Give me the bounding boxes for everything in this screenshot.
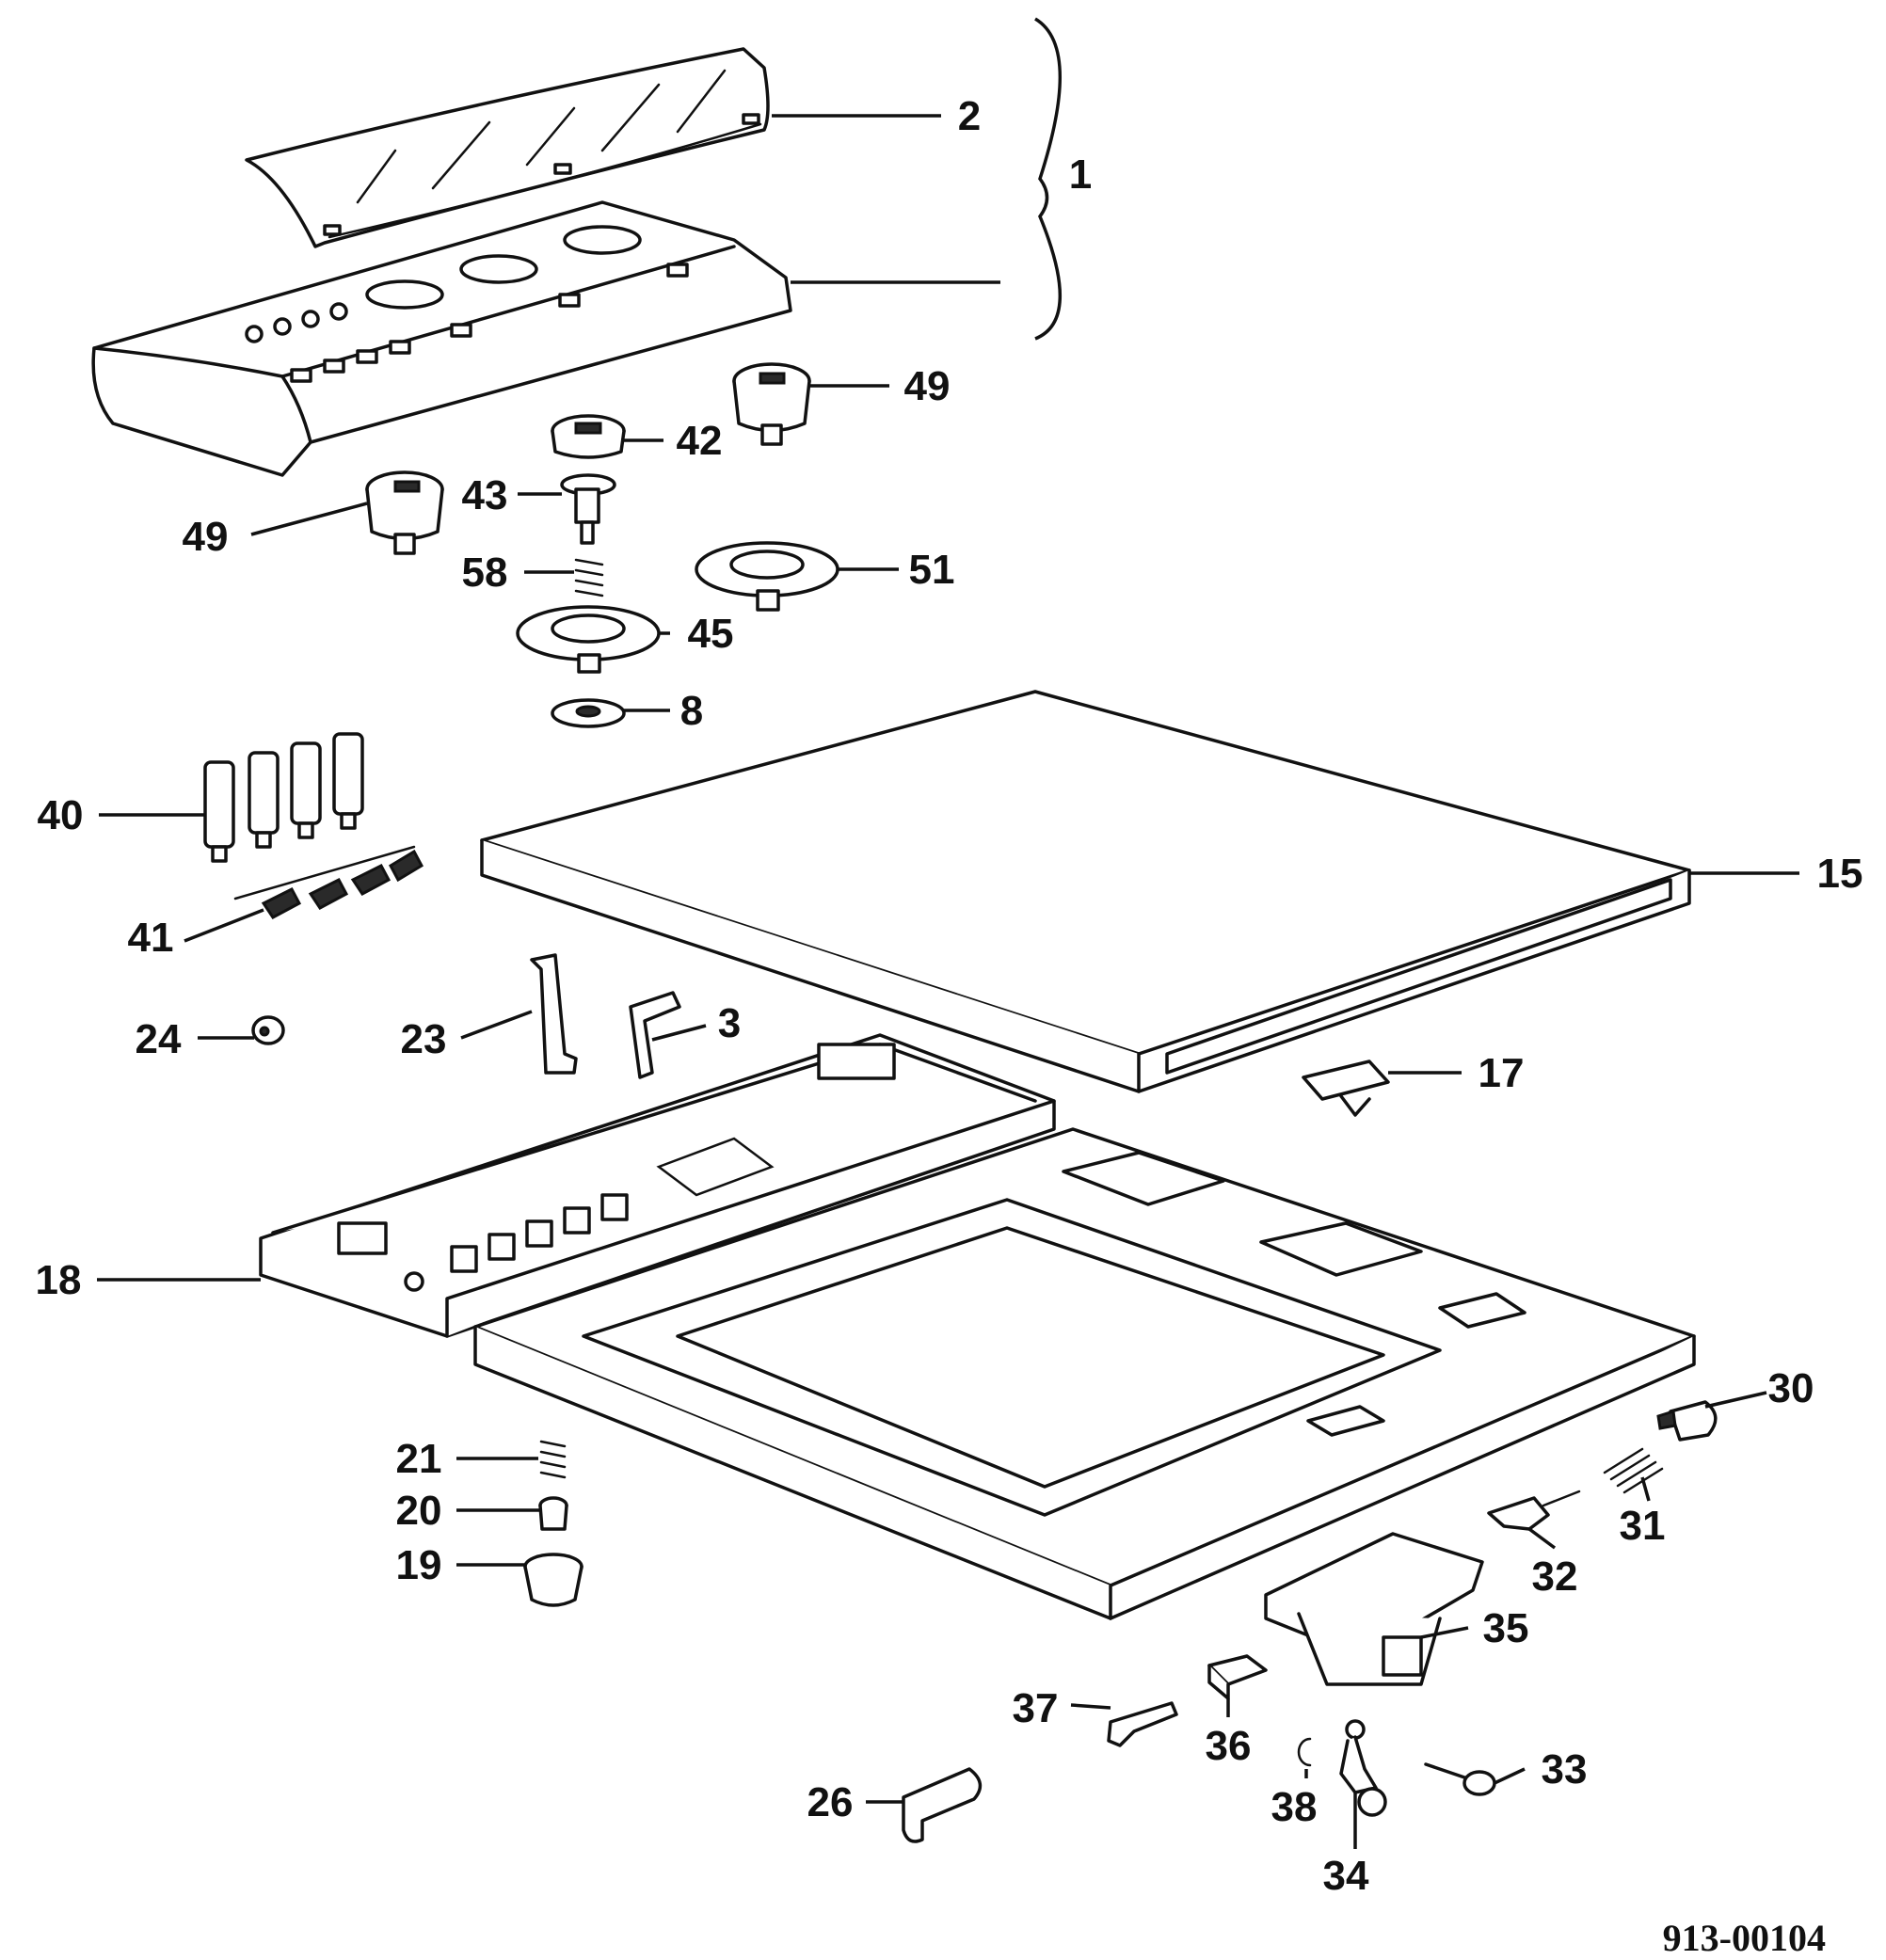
part-51-ring — [695, 541, 839, 612]
callout-labels: 1 2 49 42 43 49 58 51 45 8 40 15 41 24 2… — [36, 93, 1863, 1899]
callout-21: 21 — [396, 1436, 442, 1482]
part-36-slider — [1207, 1654, 1268, 1700]
callout-1: 1 — [1069, 151, 1092, 198]
callout-43: 43 — [462, 472, 508, 518]
part-37-clip — [1107, 1701, 1178, 1747]
part-18-control-tray — [259, 1033, 1056, 1338]
part-21-spring — [539, 1440, 567, 1479]
callout-49-right: 49 — [904, 363, 951, 409]
part-58-spring — [574, 558, 604, 598]
callout-3: 3 — [718, 1000, 741, 1046]
callout-42: 42 — [677, 418, 723, 464]
callout-33: 33 — [1542, 1746, 1588, 1793]
part-19-foot — [523, 1553, 583, 1607]
part-2-window-cover — [245, 47, 770, 248]
part-40-push-buttons — [203, 732, 364, 863]
callout-26: 26 — [807, 1779, 854, 1825]
callout-45: 45 — [688, 611, 734, 657]
callout-38: 38 — [1271, 1784, 1318, 1830]
brace-assembly-1 — [1034, 17, 1063, 341]
callout-58: 58 — [462, 550, 508, 596]
part-33-pin — [1424, 1762, 1496, 1796]
callout-36: 36 — [1206, 1723, 1252, 1769]
part-32-lever — [1487, 1490, 1581, 1531]
callout-15: 15 — [1817, 851, 1863, 897]
part-49-knob-left — [365, 470, 444, 555]
callout-30: 30 — [1768, 1365, 1814, 1411]
callout-35: 35 — [1483, 1605, 1529, 1651]
callout-34: 34 — [1323, 1853, 1369, 1899]
part-17-catch — [1302, 1060, 1390, 1117]
callout-31: 31 — [1620, 1503, 1666, 1549]
part-24-plug — [251, 1015, 285, 1045]
callout-24: 24 — [136, 1016, 182, 1062]
callout-8: 8 — [680, 688, 703, 734]
drawing-number: 913-00104 — [1663, 1917, 1826, 1959]
callout-23: 23 — [401, 1016, 447, 1062]
callout-41: 41 — [128, 915, 174, 961]
part-8-washer — [551, 698, 626, 728]
part-34-latch — [1339, 1719, 1387, 1817]
part-20-cap — [538, 1496, 568, 1531]
control-panel-housing — [91, 200, 792, 477]
part-26-hook — [902, 1767, 983, 1843]
callout-32: 32 — [1532, 1554, 1578, 1600]
leader-lines — [97, 114, 1799, 1849]
callout-51: 51 — [909, 547, 955, 593]
part-38-ring — [1297, 1737, 1312, 1767]
part-30-cover — [1656, 1400, 1718, 1442]
callout-2: 2 — [958, 93, 981, 139]
base-frame — [473, 1127, 1696, 1620]
callout-19: 19 — [396, 1542, 442, 1588]
part-3-bracket — [629, 991, 681, 1079]
callout-18: 18 — [36, 1257, 82, 1303]
part-35-lock-housing — [1264, 1532, 1484, 1686]
callout-40: 40 — [38, 792, 84, 838]
callout-37: 37 — [1013, 1685, 1059, 1731]
part-41-clips — [233, 845, 424, 919]
part-15-top-lid — [480, 690, 1691, 1093]
part-31-spring — [1603, 1447, 1664, 1494]
callout-17: 17 — [1478, 1050, 1525, 1096]
part-45-ring — [516, 605, 661, 674]
part-42-knob-cap — [551, 414, 626, 459]
callout-49-left: 49 — [183, 514, 229, 560]
part-43-shaft — [560, 473, 616, 545]
callout-20: 20 — [396, 1488, 442, 1534]
part-23-hinge — [530, 953, 578, 1075]
part-49-knob-right — [732, 362, 811, 446]
